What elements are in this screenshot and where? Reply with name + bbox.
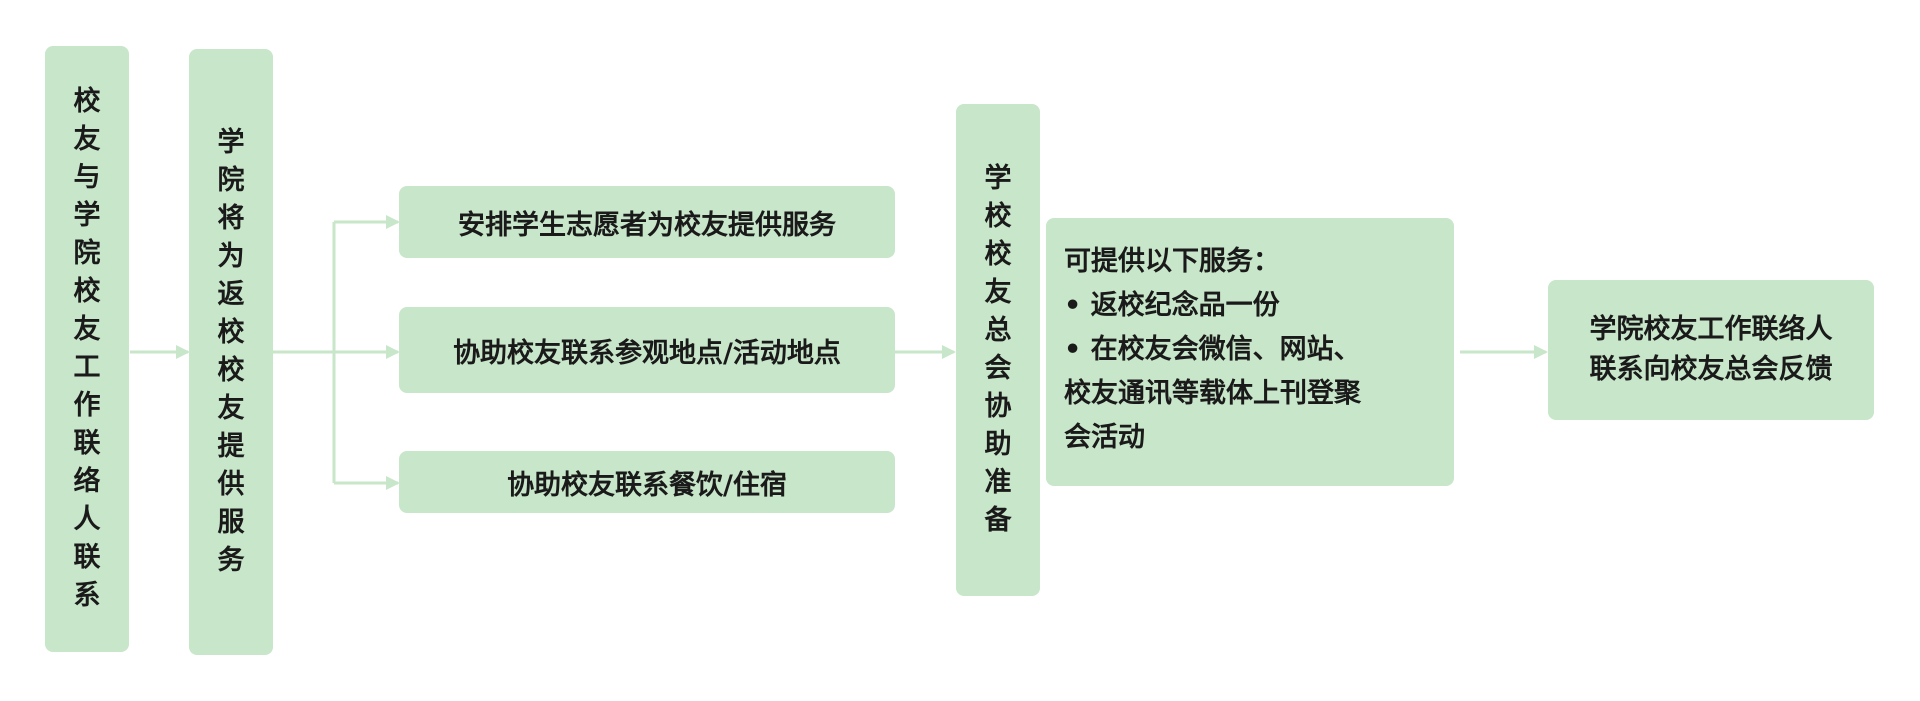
vertical-char: 作 xyxy=(73,390,101,421)
vertical-char: 供 xyxy=(217,469,245,500)
vertical-char: 会 xyxy=(984,353,1012,384)
vertical-char: 将 xyxy=(217,203,245,234)
vertical-char: 友 xyxy=(984,277,1012,308)
vertical-char: 学 xyxy=(984,163,1012,194)
feedback-line-2: 联系向校友总会反馈 xyxy=(1589,354,1833,385)
services-item-souvenir: • 返校纪念品一份 xyxy=(1064,290,1280,321)
vertical-char: 络 xyxy=(73,466,101,497)
vertical-char: 准 xyxy=(984,467,1012,498)
feedback-line-1: 学院校友工作联络人 xyxy=(1589,314,1833,345)
vertical-char: 学 xyxy=(73,200,101,231)
vertical-char: 系 xyxy=(73,580,101,611)
node-task-dining-lodging: 协助校友联系餐饮/住宿 xyxy=(399,451,895,513)
vertical-char: 总 xyxy=(984,315,1012,346)
node-alumni-contact: 校友与学院校友工作联络人联系 xyxy=(45,46,129,652)
vertical-char: 返 xyxy=(217,279,245,310)
vertical-char: 校 xyxy=(984,201,1012,232)
vertical-char: 工 xyxy=(73,352,101,383)
node-task-volunteers: 安排学生志愿者为校友提供服务 xyxy=(399,186,895,258)
vertical-char: 助 xyxy=(984,429,1012,460)
vertical-char: 友 xyxy=(73,314,101,345)
node-feedback: 学院校友工作联络人 联系向校友总会反馈 xyxy=(1548,280,1874,420)
services-heading: 可提供以下服务： xyxy=(1064,246,1280,277)
services-item-publicity: • 在校友会微信、网站、 xyxy=(1064,334,1361,365)
vertical-char: 校 xyxy=(73,276,101,307)
vertical-char: 人 xyxy=(73,504,101,535)
vertical-char: 联 xyxy=(73,542,101,573)
node-school-association: 学校校友总会协助准备 xyxy=(956,104,1040,596)
vertical-char: 联 xyxy=(73,428,101,459)
vertical-char: 为 xyxy=(217,241,245,272)
vertical-char: 学 xyxy=(217,127,245,158)
vertical-char: 院 xyxy=(73,238,101,269)
vertical-char: 校 xyxy=(217,355,245,386)
vertical-char: 服 xyxy=(217,507,245,538)
vertical-char: 友 xyxy=(217,393,245,424)
node-college-services: 学院将为返校校友提供服务 xyxy=(189,49,273,655)
vertical-char: 务 xyxy=(217,545,245,576)
vertical-char: 校 xyxy=(217,317,245,348)
services-item-publicity-cont: 校友通讯等载体上刊登聚 xyxy=(1064,378,1361,409)
vertical-char: 备 xyxy=(984,505,1012,536)
services-item-publicity-cont2: 会活动 xyxy=(1064,422,1145,453)
vertical-char: 协 xyxy=(984,391,1012,422)
vertical-char: 院 xyxy=(217,165,245,196)
vertical-char: 提 xyxy=(217,431,245,462)
vertical-char: 校 xyxy=(73,86,101,117)
vertical-char: 校 xyxy=(984,239,1012,270)
node-task-visit-venues: 协助校友联系参观地点/活动地点 xyxy=(399,307,895,393)
node-provided-services: 可提供以下服务： • 返校纪念品一份 • 在校友会微信、网站、 校友通讯等载体上… xyxy=(1046,218,1454,486)
vertical-char: 与 xyxy=(73,162,101,193)
vertical-char: 友 xyxy=(73,124,101,155)
